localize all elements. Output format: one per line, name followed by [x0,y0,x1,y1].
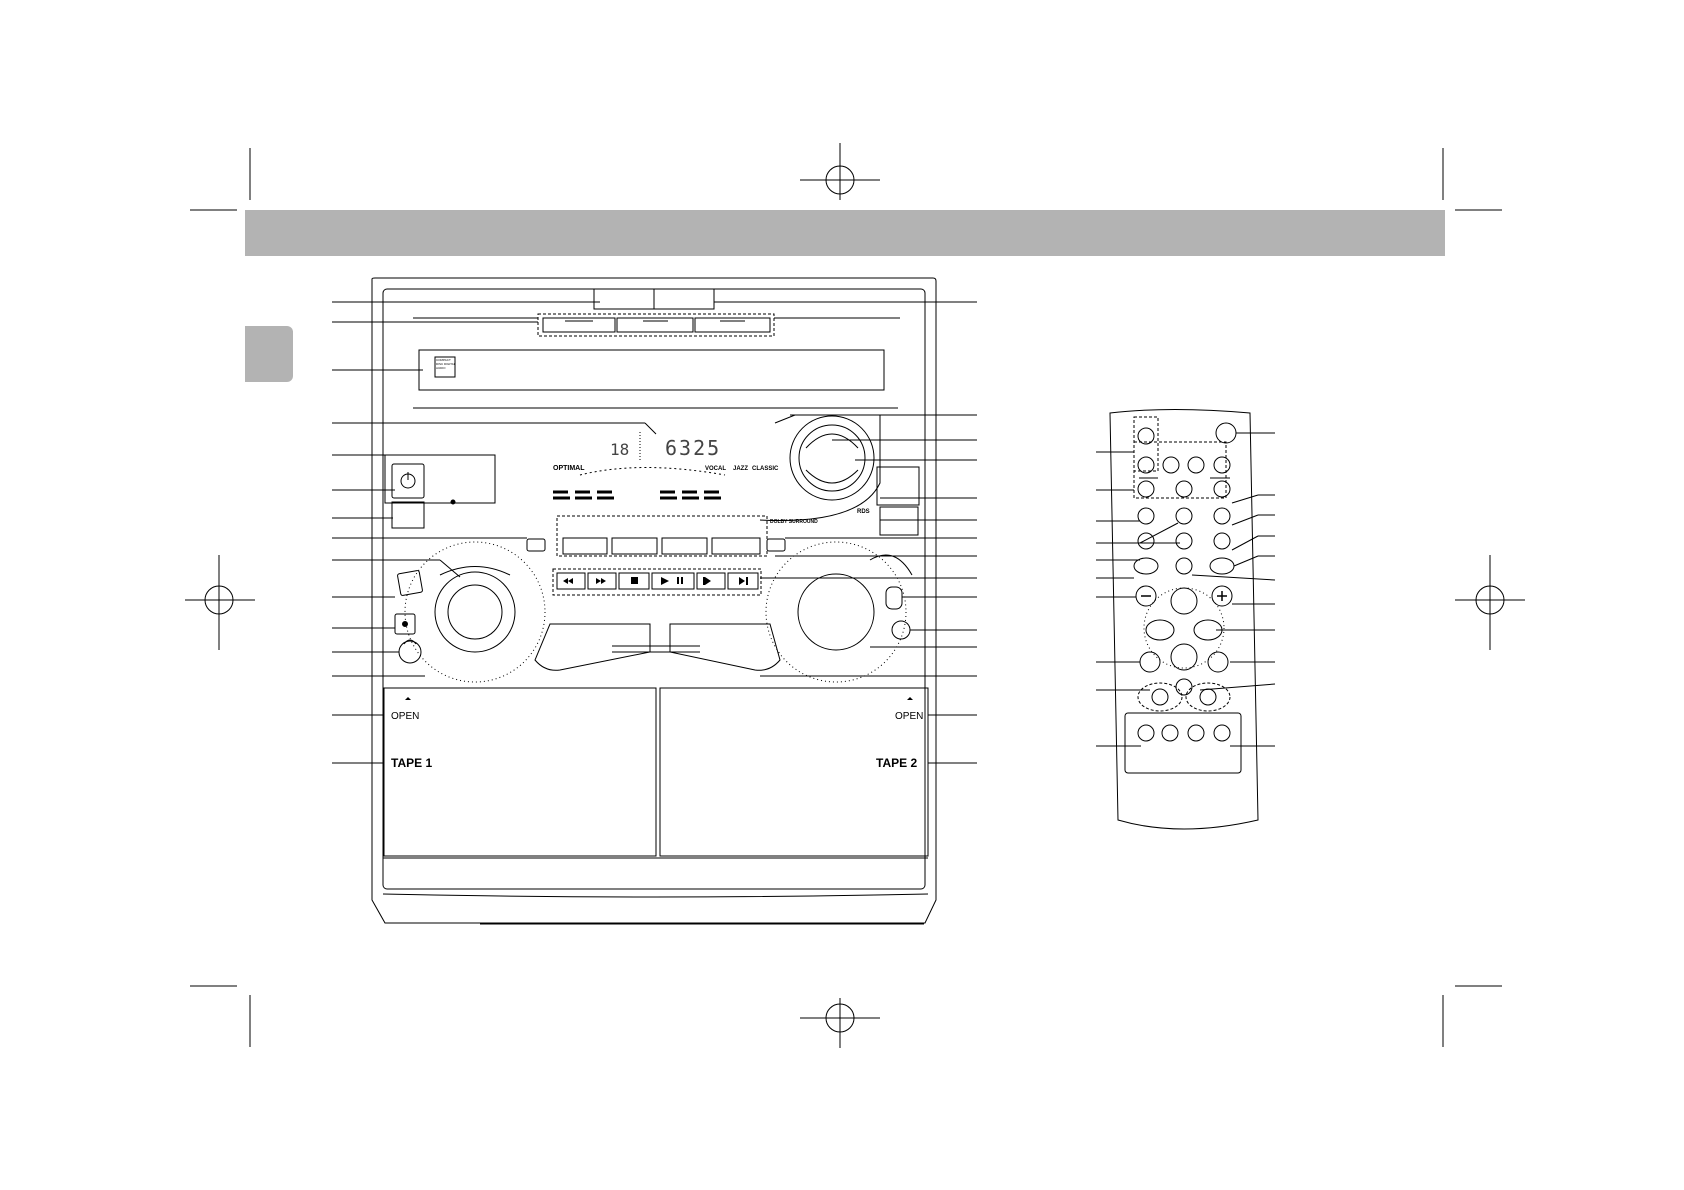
header-bar [245,210,1445,256]
language-tab [245,326,293,382]
display-preset-classic: CLASSIC [752,466,779,472]
record-icon [402,621,408,627]
rewind-icon [568,578,573,584]
registration-mark-icon [185,143,1525,1048]
tape2-label: TAPE 2 [876,756,918,770]
rds-logo: RDS [857,509,870,515]
display-preset-vocal: VOCAL [705,466,726,472]
tape2-open-label: OPEN [895,711,924,722]
tape1-label: TAPE 1 [391,756,433,770]
compact-disc-logo: COMPACT DISC DIGITAL AUDIO [436,358,456,370]
previous-icon [705,577,711,585]
minus-icon [1135,585,1157,607]
headphones-icon [403,639,417,645]
display-preset-optimal: OPTIMAL [553,465,585,472]
plus-icon [1211,585,1233,607]
tape1-open-label: OPEN [391,711,420,722]
stop-icon [631,577,638,584]
display-digits-main: 6325 [665,436,722,460]
next-icon [739,577,745,585]
display-digits-left: 18 [610,440,630,459]
power-icon [1215,422,1237,444]
fast-forward-icon [596,578,601,584]
display-preset-jazz: JAZZ [733,466,748,472]
dolby-logo: DOLBY SURROUND [770,519,818,525]
play-pause-icon [661,577,669,585]
